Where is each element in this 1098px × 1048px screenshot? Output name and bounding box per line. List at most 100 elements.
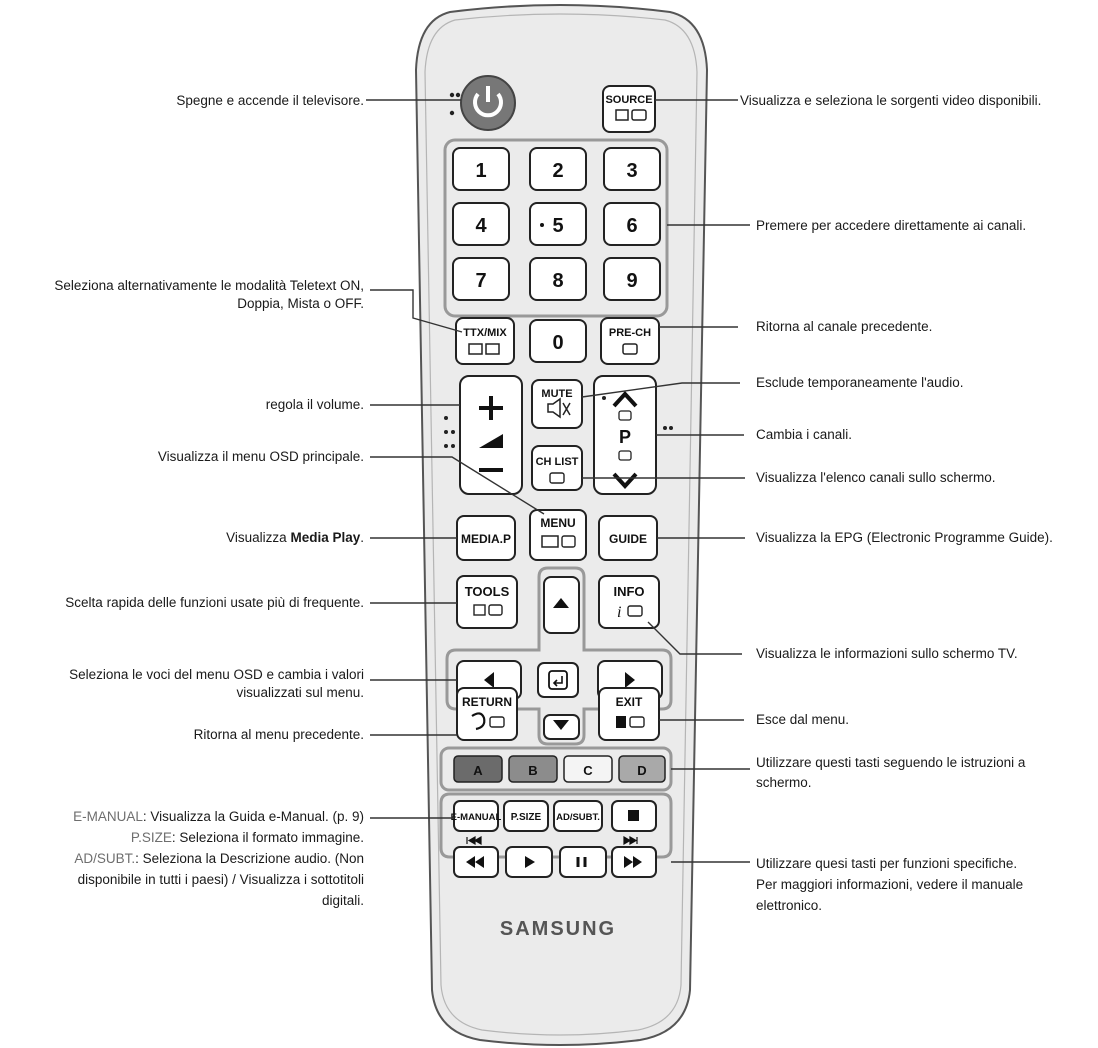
teletext-icon [618, 450, 632, 461]
pre-ch-button[interactable] [600, 317, 660, 365]
function-keys-group [439, 792, 673, 859]
number-1-label: 1 [475, 160, 486, 182]
color-b-button[interactable] [508, 755, 558, 783]
mix-icon [485, 343, 500, 355]
label-navigation-line2: visualizzati sul menu. [236, 685, 364, 700]
power-button[interactable] [460, 75, 516, 131]
return-button-label: RETURN [462, 695, 512, 709]
volume-rocker[interactable] [459, 375, 523, 495]
teletext-icon [629, 716, 645, 728]
up-arrow-icon [553, 598, 569, 608]
ttx-mix-button[interactable] [455, 317, 515, 365]
label-ttx: Seleziona alternativamente le modalità T… [0, 277, 364, 313]
label-channel: Cambia i canali. [756, 427, 853, 442]
teletext-icon [618, 410, 632, 421]
number-5-button[interactable] [529, 202, 587, 246]
number-7-label: 7 [475, 270, 486, 292]
input-icon [615, 109, 629, 121]
list-icon [549, 472, 565, 484]
e-manual-button-label: E-MANUAL [451, 812, 502, 823]
enter-arrow-icon [552, 676, 563, 687]
ch-list-button[interactable] [531, 445, 583, 491]
leader-lines [366, 99, 750, 863]
teletext-icon [561, 535, 576, 548]
source-button-label: SOURCE [605, 94, 652, 106]
info-button[interactable] [598, 575, 660, 629]
label-ad-subt: AD/SUBT.: Seleziona la Descrizione audio… [74, 851, 364, 866]
e-manual-button[interactable] [453, 800, 499, 832]
p-size-button[interactable] [503, 800, 549, 832]
skip-forward-icon [623, 835, 638, 846]
label-return: Ritorna al menu precedente. [193, 727, 364, 742]
color-b-label: B [528, 763, 537, 778]
number-4-label: 4 [475, 215, 487, 237]
number-6-label: 6 [626, 215, 637, 237]
skip-back-icon [466, 835, 482, 846]
label-function-keys: E-MANUAL: Visualizza la Guida e-Manual. … [0, 806, 364, 911]
exit-button-label: EXIT [616, 695, 643, 709]
label-color-keys: Utilizzare questi tasti seguendo le istr… [756, 753, 1096, 793]
label-color-keys-line1: Utilizzare questi tasti seguendo le istr… [756, 755, 1026, 770]
pre-ch-button-label: PRE-CH [609, 327, 651, 339]
label-function-line1: Utilizzare quesi tasti per funzioni spec… [756, 856, 1018, 871]
rewind-icon [466, 856, 484, 868]
number-2-button[interactable] [529, 147, 587, 191]
number-pad-group [443, 138, 669, 318]
color-d-label: D [637, 763, 646, 778]
enter-icon [548, 670, 568, 690]
color-a-label: A [473, 763, 483, 778]
channel-p-label: P [619, 427, 631, 447]
number-7-button[interactable] [452, 257, 510, 301]
label-function-line3: elettronico. [756, 898, 823, 913]
number-9-button[interactable] [603, 257, 661, 301]
exit-icon [616, 716, 626, 728]
mute-button-label: MUTE [541, 388, 572, 400]
label-function: Utilizzare quesi tasti per funzioni spec… [756, 853, 1096, 916]
color-c-label: C [583, 763, 593, 778]
teletext-icon [468, 343, 483, 355]
label-function-line2: Per maggiori informazioni, vedere il man… [756, 877, 1024, 892]
teletext-icon [627, 605, 643, 617]
label-color-keys-line2: schermo. [756, 775, 812, 790]
label-mute: Esclude temporaneamente l'audio. [756, 375, 964, 390]
color-a-button[interactable] [453, 755, 503, 783]
label-p-size: P.SIZE: Seleziona il formato immagine. [130, 830, 364, 845]
guide-button-label: GUIDE [609, 532, 647, 546]
number-1-button[interactable] [452, 147, 510, 191]
label-source: Visualizza e seleziona le sorgenti video… [740, 93, 1042, 108]
teletext-icon [622, 343, 638, 355]
color-c-button[interactable] [563, 755, 613, 783]
pause-button[interactable] [559, 846, 607, 878]
ch-list-button-label: CH LIST [536, 456, 579, 468]
remote-inner-outline [424, 13, 698, 1036]
channel-up-icon [612, 391, 638, 408]
label-menu: Visualizza il menu OSD principale. [157, 449, 364, 464]
number-3-button[interactable] [603, 147, 661, 191]
ttx-mix-button-label: TTX/MIX [463, 327, 507, 339]
label-numbers: Premere per accedere direttamente ai can… [756, 218, 1027, 233]
label-e-manual: E-MANUAL: Visualizza la Guida e-Manual. … [73, 809, 364, 824]
number-6-button[interactable] [603, 202, 661, 246]
ad-subt-button[interactable] [553, 800, 603, 832]
fast-forward-icon [624, 856, 642, 868]
color-d-button[interactable] [618, 755, 666, 783]
label-info: Visualizza le informazioni sullo schermo… [756, 646, 1018, 661]
menu-grid-icon [541, 535, 559, 548]
number-4-button[interactable] [452, 202, 510, 246]
source-button[interactable] [602, 85, 656, 133]
label-ad-subt-line2: disponibile in tutti i paesi) / Visualiz… [77, 872, 364, 887]
pause-icon [576, 857, 587, 867]
ad-subt-button-label: AD/SUBT. [556, 812, 600, 823]
info-button-label: INFO [613, 584, 644, 599]
volume-up-icon [479, 396, 503, 420]
number-0-button[interactable] [529, 319, 587, 363]
number-8-button[interactable] [529, 257, 587, 301]
volume-level-icon [479, 434, 503, 448]
return-icon [471, 712, 486, 731]
teletext-icon [488, 604, 503, 616]
number-0-label: 0 [552, 332, 563, 354]
left-arrow-icon [484, 672, 494, 688]
enter-button[interactable] [537, 662, 579, 698]
mute-button[interactable] [531, 379, 583, 429]
tools-icon [473, 604, 486, 616]
